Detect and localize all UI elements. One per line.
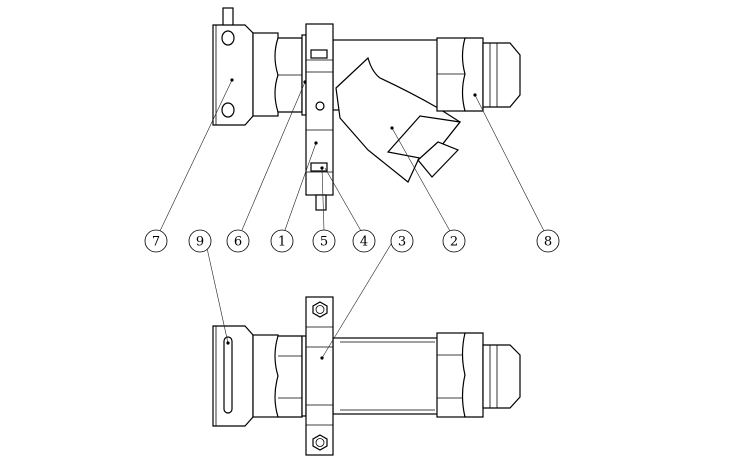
top-view [212, 7, 521, 211]
hex-right [436, 37, 466, 112]
balloon-3: 3 [390, 229, 414, 253]
pipe-body-bottom [332, 337, 440, 415]
balloon-2: 2 [442, 229, 466, 253]
coupling-body-bottom [212, 325, 254, 427]
balloon-1: 1 [270, 229, 294, 253]
hex-nut-right [461, 37, 484, 112]
leader-lines [159, 78, 545, 360]
balloon-label: 7 [152, 235, 160, 250]
coupling-sleeve [252, 32, 279, 117]
balloon-label: 2 [450, 235, 458, 250]
balloon-6: 6 [226, 229, 250, 253]
balloon-label: 1 [278, 235, 286, 250]
balloon-label: 3 [398, 235, 406, 250]
balloon-label: 4 [360, 235, 368, 250]
balloon-5: 5 [312, 229, 336, 253]
bolt-stem [315, 194, 327, 211]
balloon-9: 9 [188, 229, 212, 253]
strainer-plug [417, 141, 460, 178]
bolt-nut-bottom [310, 162, 328, 172]
washer [301, 34, 307, 116]
locking-pin [223, 336, 233, 414]
balloon-label: 5 [320, 235, 328, 250]
bolt-head-top [310, 49, 328, 59]
union-fitting [482, 42, 521, 108]
clamp-block [305, 296, 334, 456]
balloon-label: 9 [196, 235, 204, 250]
balloon-label: 8 [544, 235, 552, 250]
balloon-4: 4 [352, 229, 376, 253]
balloon-8: 8 [536, 229, 560, 253]
balloon-label: 6 [234, 235, 242, 250]
strainer-cap [386, 115, 462, 161]
balloon-7: 7 [144, 229, 168, 253]
bottom-view [212, 296, 521, 456]
